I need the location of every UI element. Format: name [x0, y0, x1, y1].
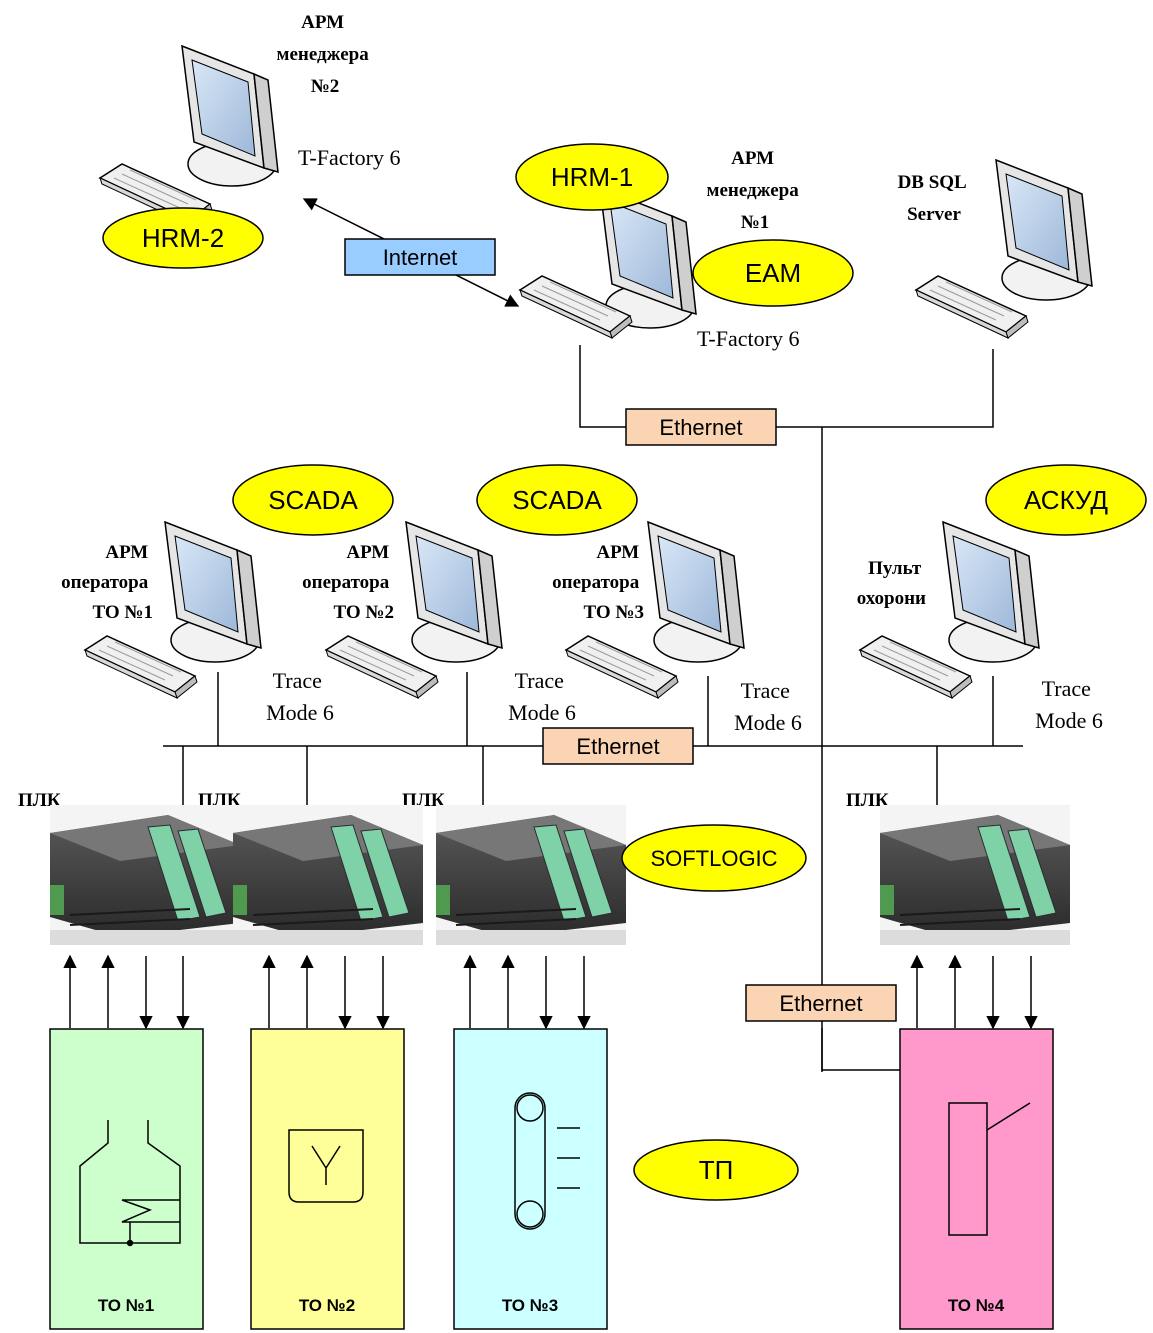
manager2-title-line3: №2	[311, 76, 340, 97]
manager2-monitor-icon	[182, 46, 278, 186]
operator1-monitor-icon	[165, 522, 261, 662]
to1-signal-arrows	[70, 956, 183, 1028]
eam-label: EAM	[745, 258, 801, 288]
guard-title: Пульт охорони	[857, 558, 926, 609]
operator3-title-line2: оператора	[552, 572, 640, 593]
operator3-title-line3: ТО №3	[583, 602, 644, 623]
to4-label: ТО №4	[948, 1296, 1005, 1315]
manager1-title-line1: АРМ	[731, 148, 774, 169]
lower-ethernet-label: Ethernet	[779, 991, 862, 1016]
to3-signal-arrows	[470, 956, 584, 1028]
plc1-device-icon	[50, 805, 240, 945]
operator3-software-line2: Mode 6	[734, 710, 802, 735]
operator2-title: АРМ оператора ТО №2	[302, 542, 394, 623]
plc4-device-icon	[880, 805, 1070, 945]
db-title: DB SQL Server	[898, 172, 971, 225]
manager1-software: T-Factory 6	[697, 326, 799, 351]
manager1-title: АРМ менеджера №1	[707, 148, 804, 233]
operator1-title: АРМ оператора ТО №1	[61, 542, 153, 623]
operator1-title-line2: оператора	[61, 572, 149, 593]
manager2-software: T-Factory 6	[298, 145, 400, 170]
lower-ethernet-link	[822, 1028, 902, 1070]
guard-title-line1: Пульт	[868, 558, 922, 579]
to4-signal-arrows	[917, 956, 1031, 1028]
to4-box	[900, 1029, 1053, 1329]
operator2-software-line1: Trace	[515, 668, 564, 693]
manager1-title-line2: менеджера	[707, 180, 800, 201]
to1-label: ТО №1	[98, 1296, 154, 1315]
upper-ethernet-label: Ethernet	[659, 415, 742, 440]
guard-software-line1: Trace	[1042, 676, 1091, 701]
to3-box	[454, 1029, 607, 1329]
db-monitor-icon	[996, 160, 1092, 300]
softlogic-label: SOFTLOGIC	[650, 846, 777, 871]
operator2-software-line2: Mode 6	[508, 700, 576, 725]
operator1-software: Trace Mode 6	[266, 668, 334, 725]
operator3-title-line1: АРМ	[596, 542, 639, 563]
operator1-software-line1: Trace	[273, 668, 322, 693]
to2-signal-arrows	[269, 956, 383, 1028]
manager2-title: АРМ менеджера №2	[277, 12, 374, 97]
scada1-label: SCADA	[268, 485, 358, 515]
to2-box	[251, 1029, 404, 1329]
operator2-title-line3: ТО №2	[333, 602, 394, 623]
db-title-line1: DB SQL	[898, 172, 966, 193]
operator1-software-line2: Mode 6	[266, 700, 334, 725]
plc2-device-icon	[233, 805, 423, 945]
hrm1-label: HRM-1	[551, 162, 633, 192]
operator3-software-line1: Trace	[741, 678, 790, 703]
scada2-label: SCADA	[512, 485, 602, 515]
operator2-monitor-icon	[406, 522, 502, 662]
db-title-line2: Server	[907, 204, 961, 225]
tp-label: ТП	[699, 1155, 734, 1185]
to2-label: ТО №2	[299, 1296, 355, 1315]
guard-software-line2: Mode 6	[1035, 708, 1103, 733]
operator3-monitor-icon	[648, 522, 744, 662]
operator1-title-line1: АРМ	[105, 542, 148, 563]
manager2-title-line2: менеджера	[277, 44, 370, 65]
guard-title-line2: охорони	[857, 588, 926, 609]
guard-monitor-icon	[943, 522, 1039, 662]
operator2-title-line1: АРМ	[346, 542, 389, 563]
hrm2-label: HRM-2	[142, 223, 224, 253]
plc3-device-icon	[436, 805, 626, 945]
guard-software: Trace Mode 6	[1035, 676, 1103, 733]
manager1-title-line3: №1	[741, 212, 770, 233]
manager2-title-line1: АРМ	[301, 12, 344, 33]
operator2-title-line2: оператора	[302, 572, 390, 593]
internet-label: Internet	[383, 245, 458, 270]
operator3-title: АРМ оператора ТО №3	[552, 542, 644, 623]
middle-ethernet-label: Ethernet	[576, 734, 659, 759]
operator1-title-line3: ТО №1	[92, 602, 153, 623]
operator3-software: Trace Mode 6	[734, 678, 802, 735]
askud-label: АСКУД	[1024, 485, 1108, 515]
to3-label: ТО №3	[502, 1296, 558, 1315]
operator2-software: Trace Mode 6	[508, 668, 576, 725]
